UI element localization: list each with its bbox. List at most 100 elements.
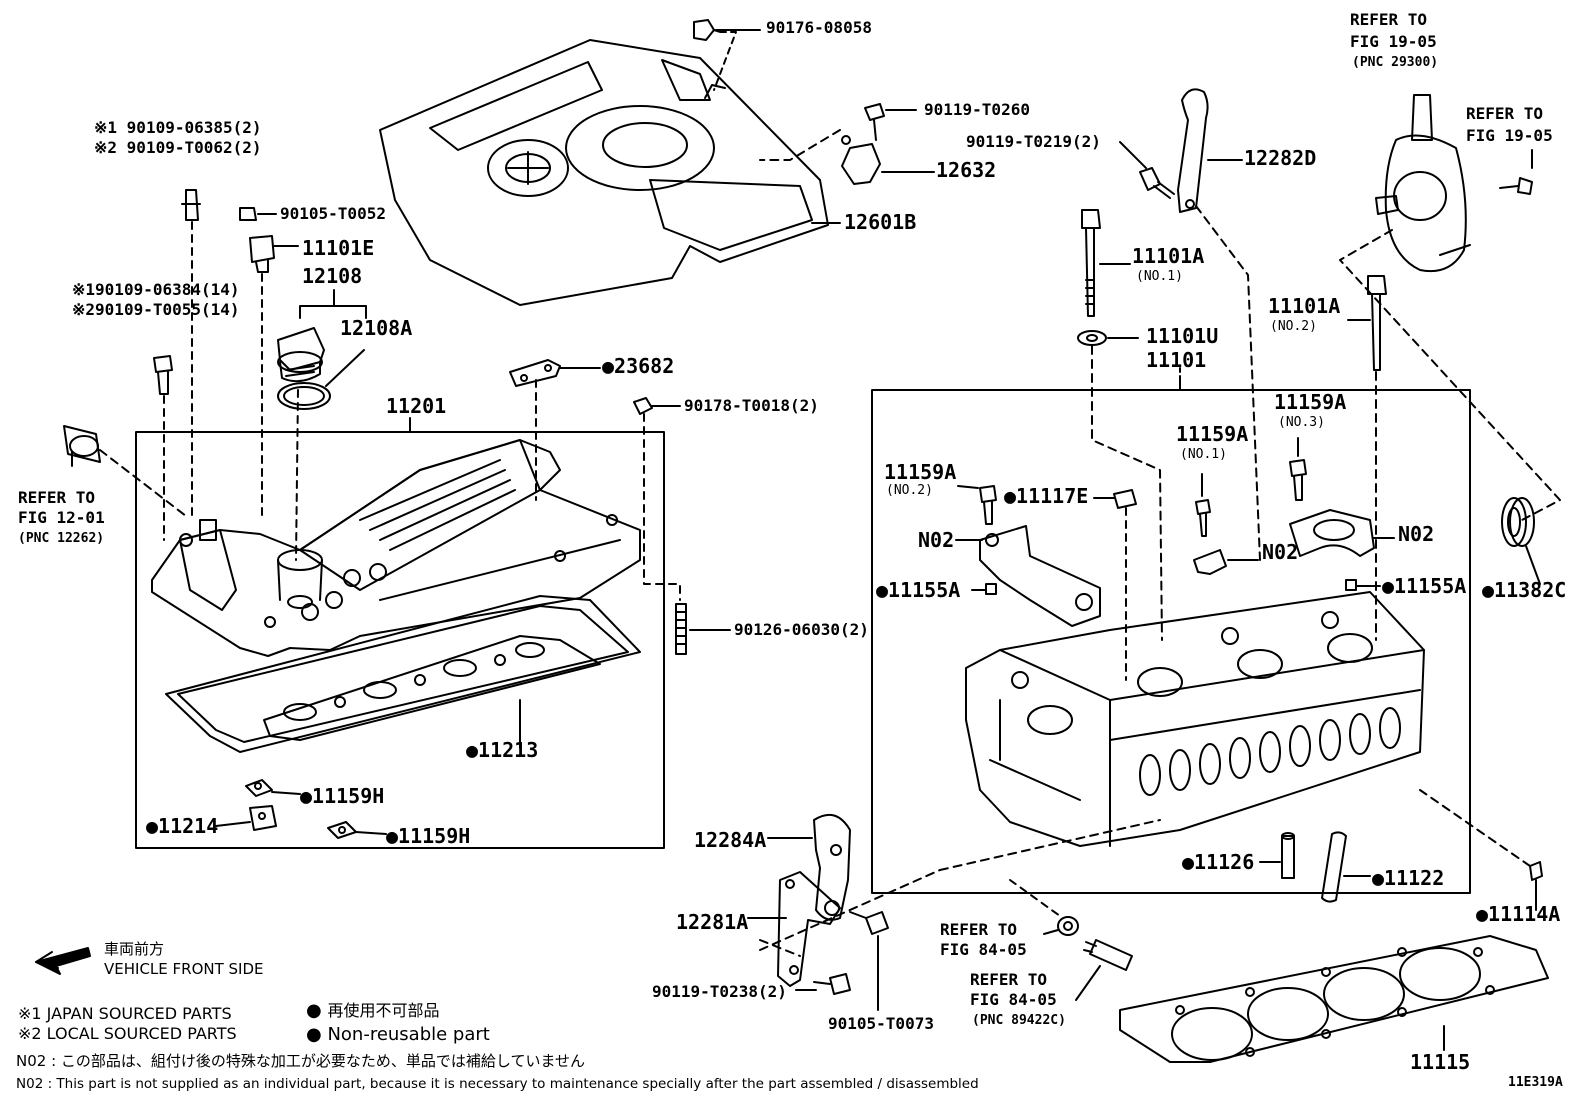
ref-fig-12-01-line1: REFER TO <box>18 488 96 507</box>
bolt-90119-T0238 <box>813 973 851 995</box>
label-11122-text: 11122 <box>1384 866 1445 890</box>
vehicle-front-arrow <box>35 947 91 975</box>
ref-fig-19-05-right-line1: REFER TO <box>1466 104 1544 123</box>
label-japan-90109-06384: ※190109-06384(14) <box>72 280 240 299</box>
legend-nonreusable-jp: ● 再使用不可部品 <box>306 1000 440 1021</box>
label-11214-text: 11214 <box>158 814 219 838</box>
vehicle-front-label-jp: 車両前方 <box>104 940 165 958</box>
bolt-90105-T0052 <box>239 207 277 221</box>
label-11159H-b-text: 11159H <box>398 824 471 848</box>
filler-cap-gasket <box>277 382 331 410</box>
label-11159A-no1: 11159A <box>1176 422 1249 446</box>
label-12108: 12108 <box>302 264 363 288</box>
head-cover-gasket <box>165 595 641 753</box>
dowel-pin-right <box>1345 579 1357 591</box>
ref-fig-84-05-b-line3: (PNC 89422C) <box>972 1013 1066 1028</box>
label-11159A-no3-qualifier: (NO.3) <box>1278 415 1325 430</box>
label-11101A-no2-qualifier: (NO.2) <box>1270 319 1317 334</box>
label-11101: 11101 <box>1146 348 1207 372</box>
cover-bracket <box>759 103 885 185</box>
label-11201: 11201 <box>386 394 447 418</box>
washer-11159H-a <box>245 779 273 797</box>
ref-fig-19-05-top-line2: FIG 19-05 <box>1350 32 1437 51</box>
sensor-gasket <box>1057 916 1079 936</box>
cam-cap-bolt-no1 <box>1195 499 1211 537</box>
label-japan-90109-06385: ※1 90109-06385(2) <box>94 118 262 137</box>
label-11159A-no1-qualifier: (NO.1) <box>1180 447 1227 462</box>
hanger-bolt <box>1139 167 1175 199</box>
cylinder-head-cover <box>151 439 641 657</box>
label-12108A: 12108A <box>340 316 413 340</box>
legend-nonreusable: ● Non-reusable part <box>306 1024 490 1045</box>
camshaft-oil-seal <box>1501 497 1535 547</box>
stud-bolt-top <box>181 189 201 521</box>
label-11213-text: 11213 <box>478 738 539 762</box>
engine-hanger-rear <box>1177 88 1261 561</box>
cover-bolt <box>153 355 173 541</box>
label-11155A-left: ●11155A <box>876 578 961 602</box>
breather-hose <box>63 425 187 517</box>
label-12282D: 12282D <box>1244 146 1317 170</box>
ref-fig-19-05-top-line3: (PNC 29300) <box>1352 55 1439 70</box>
label-11101A-no2: 11101A <box>1268 294 1341 318</box>
label-11159A-no2-qualifier: (NO.2) <box>886 483 933 498</box>
dowel-pin-left <box>985 583 997 595</box>
label-90105-T0052: 90105-T0052 <box>280 204 386 223</box>
label-11101A-no1: 11101A <box>1132 244 1205 268</box>
legend-nonreusable-text: Non-reusable part <box>327 1024 490 1045</box>
label-11101E: 11101E <box>302 236 375 260</box>
ref-fig-84-05-a-line1: REFER TO <box>940 920 1018 939</box>
cam-cap-bolt-no2 <box>979 485 997 525</box>
legend-japan-sourced: ※1 JAPAN SOURCED PARTS <box>18 1004 232 1023</box>
label-11114A: ●11114A <box>1476 902 1561 926</box>
legend-nonreusable-jp-text: 再使用不可部品 <box>327 1001 440 1020</box>
engine-cover <box>379 39 829 306</box>
label-local-90109-T0055: ※290109-T0055(14) <box>72 300 240 319</box>
label-11122: ●11122 <box>1372 866 1445 890</box>
label-11101U: 11101U <box>1146 324 1219 348</box>
label-11155A-left-text: 11155A <box>888 578 961 602</box>
label-90119-T0219: 90119-T0219(2) <box>966 132 1101 151</box>
note-n02-en: N02 : This part is not supplied as an in… <box>16 1076 979 1092</box>
label-11101A-no1-qualifier: (NO.1) <box>1136 269 1183 284</box>
nut-90178 <box>633 397 681 601</box>
diagram-code: 11E319A <box>1508 1075 1563 1090</box>
ref-fig-12-01-line3: (PNC 12262) <box>18 531 105 546</box>
ref-fig-19-05-right-line2: FIG 19-05 <box>1466 126 1553 145</box>
bracket-23682 <box>509 359 561 501</box>
head-bolt-washer <box>1077 330 1163 641</box>
label-11213: ●11213 <box>466 738 539 762</box>
label-11159A-no3: 11159A <box>1274 390 1347 414</box>
label-11214: ●11214 <box>146 814 219 838</box>
label-11126-text: 11126 <box>1194 850 1255 874</box>
ref-fig-84-05-b-line1: REFER TO <box>970 970 1048 989</box>
label-11155A-right-text: 11155A <box>1394 574 1467 598</box>
label-n02-mid: N02 <box>1262 540 1299 564</box>
label-11117E: ●11117E <box>1004 484 1089 508</box>
cylinder-head-gasket <box>1119 935 1549 1063</box>
label-90178-T0018: 90178-T0018(2) <box>684 396 819 415</box>
valve-guide-11122 <box>1321 831 1347 903</box>
label-90105-T0073: 90105-T0073 <box>828 1014 934 1033</box>
legend-local-sourced: ※2 LOCAL SOURCED PARTS <box>18 1024 237 1043</box>
label-n02-right: N02 <box>1398 522 1435 546</box>
oil-filler-cap <box>277 327 325 561</box>
note-n02-jp: N02 : この部品は、組付け後の特殊な加工が必要なため、単品では補給していませ… <box>16 1052 586 1070</box>
head-bolt-no2 <box>1367 275 1387 641</box>
label-n02-left: N02 <box>918 528 955 552</box>
vehicle-front-label: VEHICLE FRONT SIDE <box>104 960 264 978</box>
ref-fig-84-05-b-line2: FIG 84-05 <box>970 990 1057 1009</box>
vacuum-pump <box>1339 94 1561 521</box>
ref-fig-84-05-a-line2: FIG 84-05 <box>940 940 1027 959</box>
label-12281A: 12281A <box>676 910 749 934</box>
washer-11159H-b <box>327 821 357 839</box>
cam-cap-n02-mid <box>1193 549 1227 575</box>
label-12284A: 12284A <box>694 828 767 852</box>
engine-hanger-front <box>813 813 851 921</box>
cam-cap-bolt-no3 <box>1289 459 1307 501</box>
washer-11214 <box>249 805 277 831</box>
cylinder-head <box>965 591 1425 847</box>
label-11382C-text: 11382C <box>1494 578 1567 602</box>
